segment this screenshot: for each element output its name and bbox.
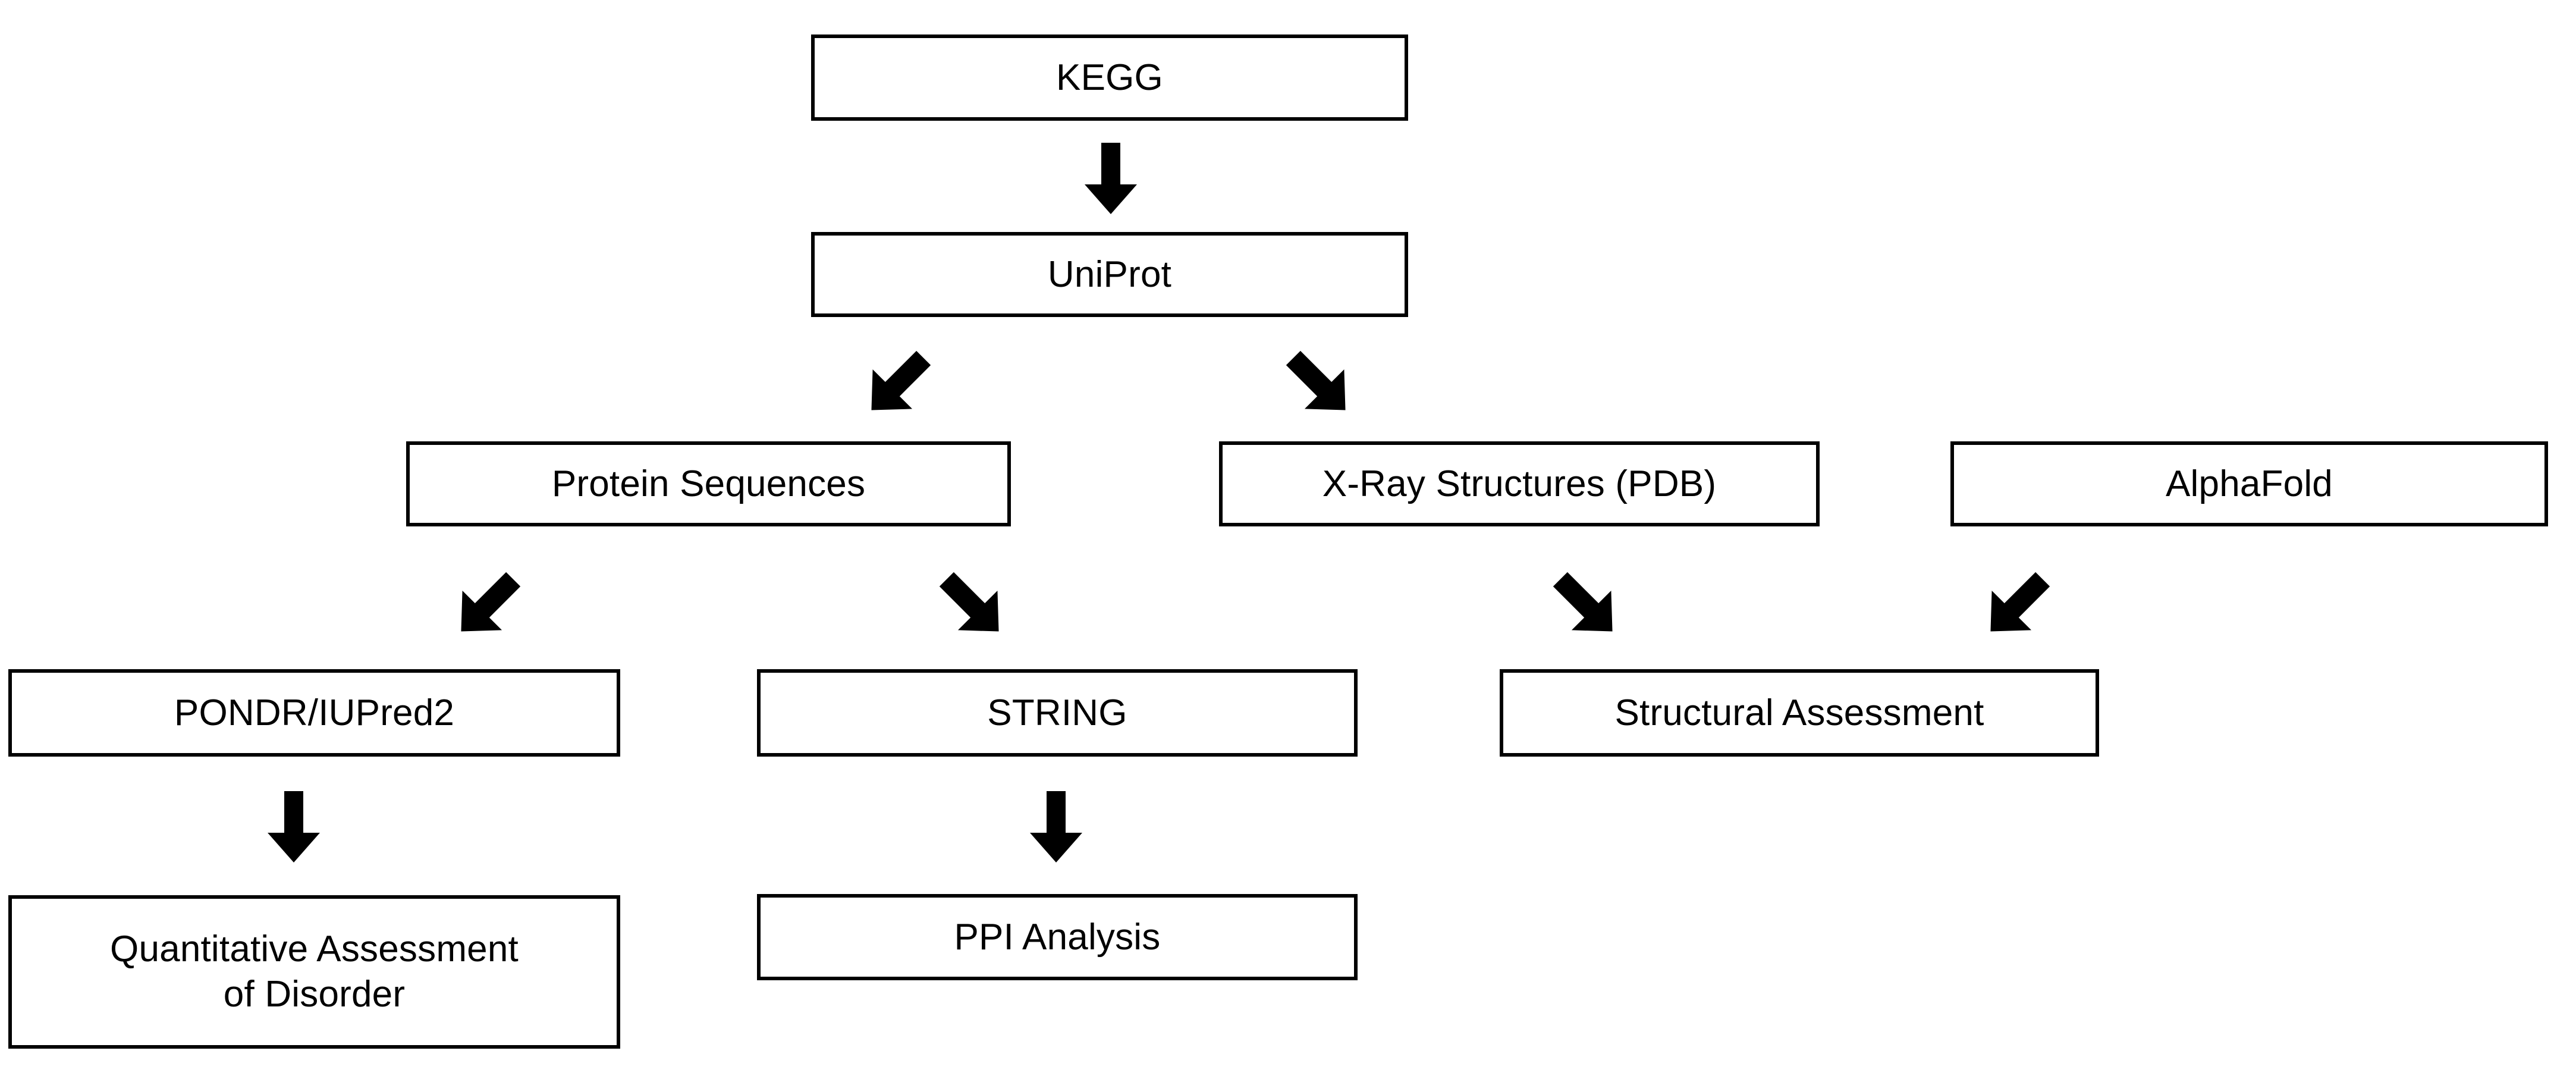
- arrow-uniprot-to-sequences: [859, 344, 937, 424]
- arrow-uniprot-to-xray: [1280, 344, 1358, 424]
- node-alphafold[interactable]: AlphaFold: [1950, 441, 2548, 526]
- node-uniprot[interactable]: UniProt: [811, 232, 1408, 317]
- node-disorder[interactable]: Quantitative Assessment of Disorder: [8, 895, 620, 1049]
- node-label-kegg: KEGG: [1056, 57, 1163, 98]
- arrow-pondr-to-disorder: [266, 791, 321, 864]
- node-label-disorder: Quantitative Assessment of Disorder: [110, 929, 519, 1015]
- node-pondr[interactable]: PONDR/IUPred2: [8, 669, 620, 757]
- node-structural[interactable]: Structural Assessment: [1500, 669, 2099, 757]
- node-label-structural: Structural Assessment: [1614, 692, 1984, 733]
- node-label-xray: X-Ray Structures (PDB): [1322, 463, 1717, 504]
- node-label-alphafold: AlphaFold: [2166, 463, 2333, 504]
- node-kegg[interactable]: KEGG: [811, 34, 1408, 121]
- arrow-xray-to-structural: [1547, 565, 1625, 645]
- node-xray[interactable]: X-Ray Structures (PDB): [1219, 441, 1820, 526]
- node-label-uniprot: UniProt: [1047, 253, 1172, 295]
- node-label-string: STRING: [987, 692, 1127, 733]
- arrow-alphafold-to-structural: [1978, 565, 2056, 645]
- arrow-kegg-to-uniprot: [1083, 143, 1138, 215]
- node-label-pondr: PONDR/IUPred2: [174, 692, 455, 733]
- node-sequences[interactable]: Protein Sequences: [406, 441, 1011, 526]
- node-label-sequences: Protein Sequences: [551, 463, 866, 504]
- arrow-sequences-to-pondr: [449, 565, 526, 645]
- node-string[interactable]: STRING: [757, 669, 1358, 757]
- arrow-string-to-ppi: [1029, 791, 1083, 864]
- arrow-sequences-to-string: [934, 565, 1011, 645]
- node-ppi[interactable]: PPI Analysis: [757, 894, 1358, 980]
- node-label-ppi: PPI Analysis: [954, 916, 1161, 958]
